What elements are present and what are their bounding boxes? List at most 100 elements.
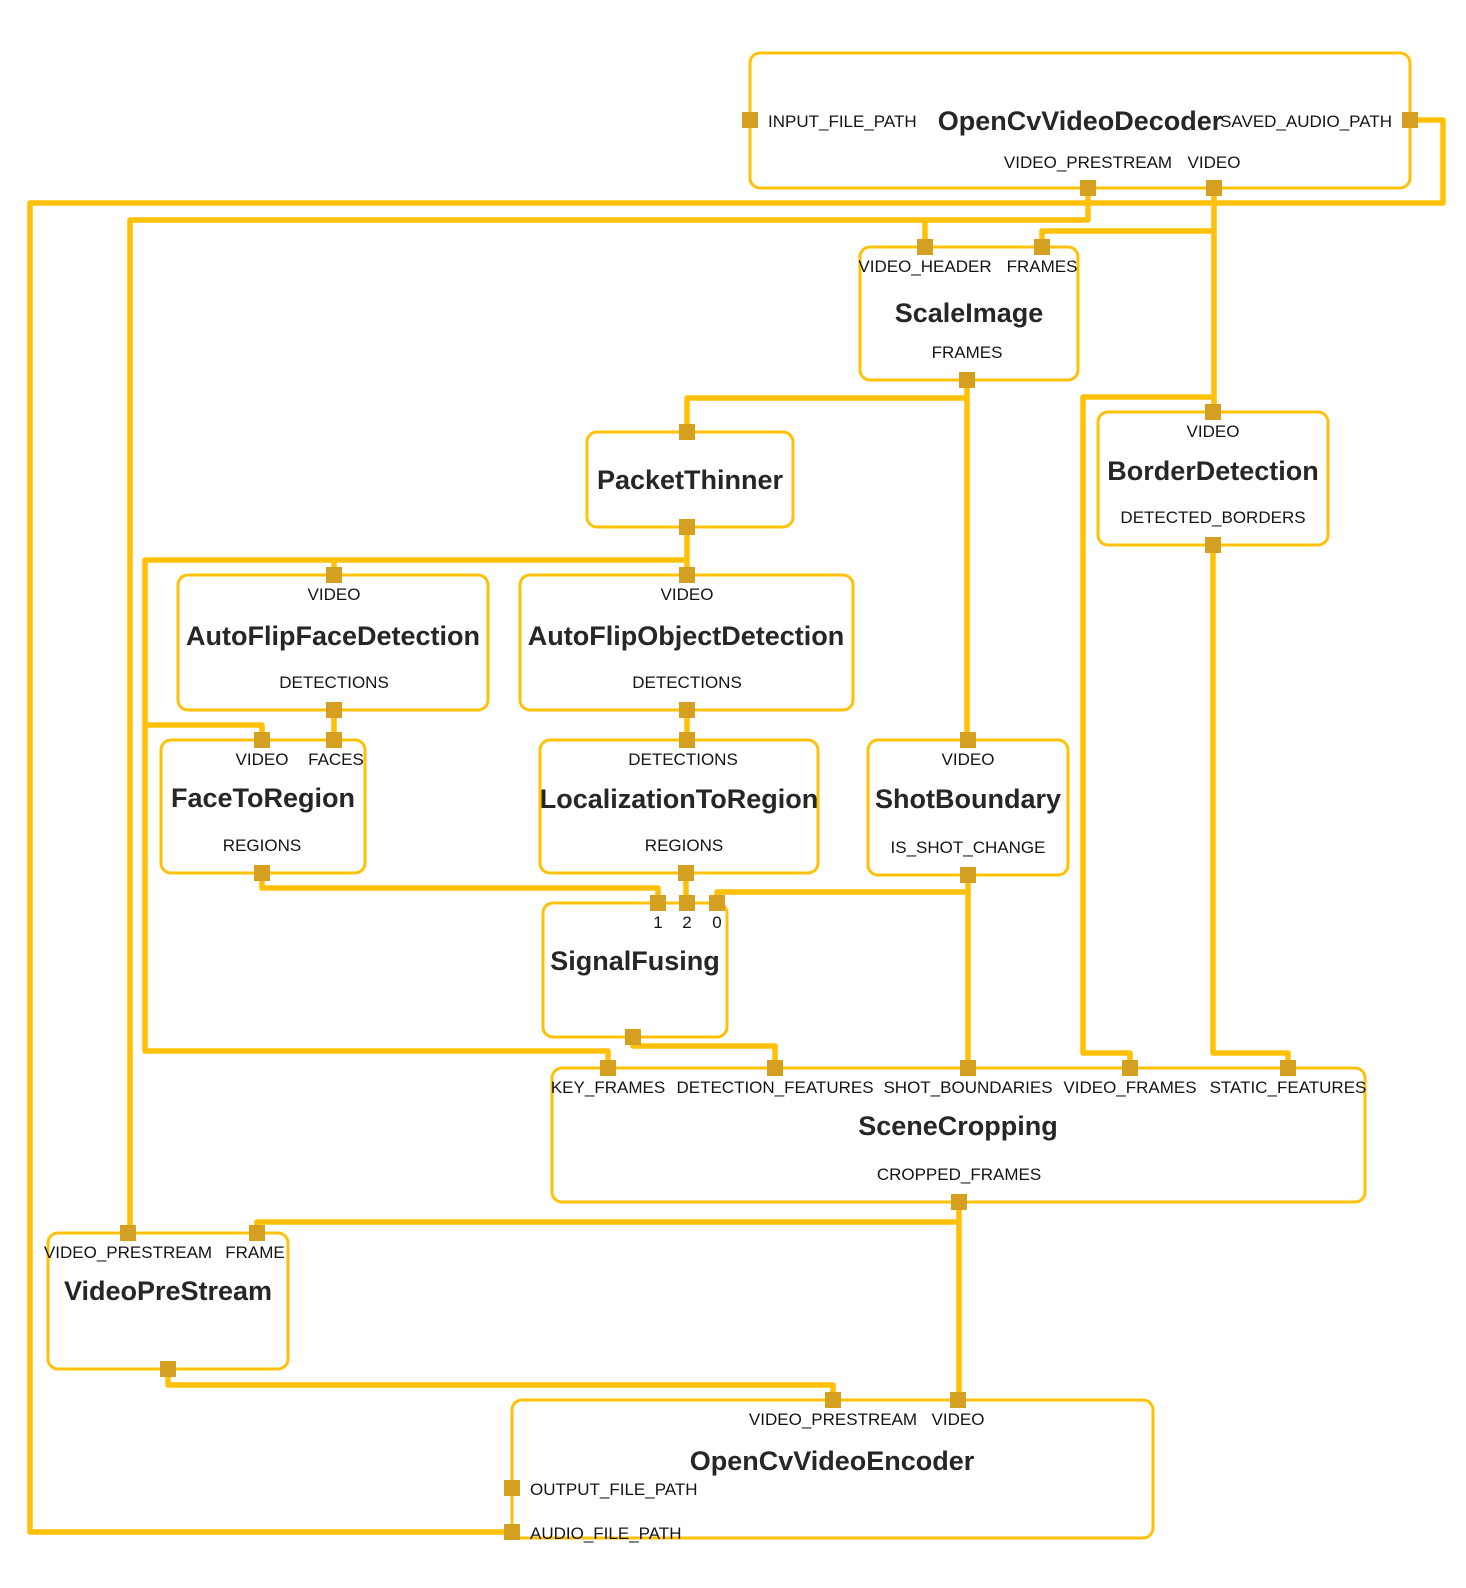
node-title-ShotBoundary: ShotBoundary bbox=[875, 784, 1061, 814]
port-PacketThinner-stream-square bbox=[679, 519, 695, 535]
port-SceneCropping-VIDEO_FRAMES-square bbox=[1122, 1060, 1138, 1076]
port-SceneCropping-SHOT_BOUNDARIES-square bbox=[960, 1060, 976, 1076]
node-PacketThinner: PacketThinner bbox=[585, 424, 795, 535]
node-AutoFlipObjectDetection: AutoFlipObjectDetection VIDEO DETECTIONS bbox=[518, 567, 855, 718]
edge-video-to-scenecropping-video-frames bbox=[1080, 394, 1214, 1068]
port-LocalizationToRegion-REGIONS-square bbox=[678, 865, 694, 881]
port-SignalFusing-stream-square bbox=[625, 1029, 641, 1045]
port-SignalFusing-2-square bbox=[679, 895, 695, 911]
port-label-BorderDetection-VIDEO: VIDEO bbox=[1187, 422, 1240, 441]
port-label-BorderDetection-DETECTED_BORDERS: DETECTED_BORDERS bbox=[1120, 508, 1305, 527]
port-VideoPreStream-VIDEO_PRESTREAM-square bbox=[120, 1225, 136, 1241]
edge-scaled-frames-to-packetthinner bbox=[684, 395, 967, 432]
node-title-SceneCropping: SceneCropping bbox=[858, 1111, 1058, 1141]
node-title-VideoPreStream: VideoPreStream bbox=[64, 1276, 272, 1306]
port-label-SignalFusing-2: 2 bbox=[682, 913, 691, 932]
edge-cropped-frames-to-videoprestream-frame bbox=[254, 1219, 959, 1233]
port-label-OpenCvVideoEncoder-OUTPUT_FILE_PATH: OUTPUT_FILE_PATH bbox=[530, 1480, 698, 1499]
port-label-ScaleImage-VIDEO_HEADER: VIDEO_HEADER bbox=[858, 257, 991, 276]
node-BorderDetection: BorderDetection VIDEO DETECTED_BORDERS bbox=[1096, 404, 1330, 553]
port-label-SceneCropping-DETECTION_FEATURES: DETECTION_FEATURES bbox=[676, 1078, 873, 1097]
port-label-ScaleImage-FRAMES: FRAMES bbox=[932, 343, 1003, 362]
port-label-SceneCropping-CROPPED_FRAMES: CROPPED_FRAMES bbox=[877, 1165, 1041, 1184]
port-label-OpenCvVideoEncoder-VIDEO: VIDEO bbox=[932, 1410, 985, 1429]
node-title-PacketThinner: PacketThinner bbox=[597, 465, 784, 495]
port-label-SignalFusing-1: 1 bbox=[653, 913, 662, 932]
edge-video-to-scaleimage-frames bbox=[1039, 228, 1214, 247]
port-ScaleImage-VIDEO_HEADER-square bbox=[917, 239, 933, 255]
port-label-FaceToRegion-FACES: FACES bbox=[308, 750, 364, 769]
port-label-OpenCvVideoEncoder-VIDEO_PRESTREAM: VIDEO_PRESTREAM bbox=[749, 1410, 917, 1429]
port-OpenCvVideoEncoder-VIDEO-square bbox=[950, 1392, 966, 1408]
port-OpenCvVideoEncoder-OUTPUT_FILE_PATH-square bbox=[504, 1480, 520, 1496]
port-SignalFusing-1-square bbox=[650, 895, 666, 911]
node-title-AutoFlipObjectDetection: AutoFlipObjectDetection bbox=[528, 621, 845, 651]
port-BorderDetection-VIDEO-square bbox=[1205, 404, 1221, 420]
port-FaceToRegion-REGIONS-square bbox=[254, 865, 270, 881]
edge-fused-regions-to-detection-features bbox=[630, 1037, 778, 1068]
port-OpenCvVideoEncoder-VIDEO_PRESTREAM-square bbox=[825, 1392, 841, 1408]
port-label-FaceToRegion-REGIONS: REGIONS bbox=[223, 836, 301, 855]
port-label-OpenCvVideoDecoder-INPUT_FILE_PATH: INPUT_FILE_PATH bbox=[768, 112, 917, 131]
port-SceneCropping-STATIC_FEATURES-square bbox=[1280, 1060, 1296, 1076]
port-SceneCropping-KEY_FRAMES-square bbox=[600, 1060, 616, 1076]
node-SignalFusing: SignalFusing 1 2 0 bbox=[541, 895, 729, 1045]
port-AutoFlipObjectDetection-DETECTIONS-square bbox=[679, 702, 695, 718]
port-label-AutoFlipObjectDetection-DETECTIONS: DETECTIONS bbox=[632, 673, 742, 692]
port-label-OpenCvVideoDecoder-VIDEO_PRESTREAM: VIDEO_PRESTREAM bbox=[1004, 153, 1172, 172]
port-ScaleImage-FRAMES-square bbox=[1034, 239, 1050, 255]
port-label-AutoFlipFaceDetection-DETECTIONS: DETECTIONS bbox=[279, 673, 389, 692]
port-FaceToRegion-VIDEO-square bbox=[254, 732, 270, 748]
port-label-LocalizationToRegion-REGIONS: REGIONS bbox=[645, 836, 723, 855]
edge-detected-borders-to-static-features bbox=[1210, 545, 1291, 1068]
port-label-AutoFlipObjectDetection-VIDEO: VIDEO bbox=[661, 585, 714, 604]
node-title-LocalizationToRegion: LocalizationToRegion bbox=[540, 784, 819, 814]
port-label-FaceToRegion-VIDEO: VIDEO bbox=[236, 750, 289, 769]
port-FaceToRegion-FACES-square bbox=[326, 732, 342, 748]
edge-saved-audio-path-to-audio-file-path bbox=[27, 117, 1446, 1535]
port-label-ScaleImage-FRAMES: FRAMES bbox=[1007, 257, 1078, 276]
port-OpenCvVideoDecoder-SAVED_AUDIO_PATH-square bbox=[1402, 112, 1418, 128]
port-label-ShotBoundary-IS_SHOT_CHANGE: IS_SHOT_CHANGE bbox=[891, 838, 1046, 857]
node-title-ScaleImage: ScaleImage bbox=[895, 298, 1044, 328]
node-title-SignalFusing: SignalFusing bbox=[550, 946, 720, 976]
node-title-AutoFlipFaceDetection: AutoFlipFaceDetection bbox=[186, 621, 480, 651]
node-OpenCvVideoEncoder: OpenCvVideoEncoder VIDEO_PRESTREAM VIDEO OU… bbox=[504, 1392, 1155, 1543]
port-VideoPreStream-FRAME-square bbox=[249, 1225, 265, 1241]
port-label-LocalizationToRegion-DETECTIONS: DETECTIONS bbox=[628, 750, 738, 769]
port-label-SceneCropping-VIDEO_FRAMES: VIDEO_FRAMES bbox=[1063, 1078, 1196, 1097]
port-AutoFlipObjectDetection-VIDEO-square bbox=[679, 567, 695, 583]
node-title-OpenCvVideoEncoder: OpenCvVideoEncoder bbox=[690, 1446, 975, 1476]
port-label-OpenCvVideoDecoder-VIDEO: VIDEO bbox=[1188, 153, 1241, 172]
port-ScaleImage-FRAMES-square bbox=[959, 372, 975, 388]
port-label-SignalFusing-0: 0 bbox=[712, 913, 721, 932]
port-LocalizationToRegion-DETECTIONS-square bbox=[679, 732, 695, 748]
edge-shot-change-to-signalfusing-0 bbox=[714, 889, 968, 903]
port-SceneCropping-CROPPED_FRAMES-square bbox=[951, 1194, 967, 1210]
port-label-SceneCropping-STATIC_FEATURES: STATIC_FEATURES bbox=[1210, 1078, 1367, 1097]
edge-prestream-header-to-encoder bbox=[165, 1369, 836, 1400]
port-ShotBoundary-IS_SHOT_CHANGE-square bbox=[960, 867, 976, 883]
port-SignalFusing-0-square bbox=[709, 895, 725, 911]
edge-thinned-frames-to-key-frames bbox=[142, 557, 687, 1068]
port-OpenCvVideoDecoder-INPUT_FILE_PATH-square bbox=[742, 112, 758, 128]
node-title-BorderDetection: BorderDetection bbox=[1107, 456, 1319, 486]
edge-thinned-frames-to-facetoregion-video bbox=[145, 722, 265, 740]
port-PacketThinner-stream-square bbox=[679, 424, 695, 440]
port-label-SceneCropping-SHOT_BOUNDARIES: SHOT_BOUNDARIES bbox=[883, 1078, 1052, 1097]
edge-video-prestream-to-videoprestream bbox=[127, 188, 1091, 1233]
port-OpenCvVideoDecoder-VIDEO_PRESTREAM-square bbox=[1080, 180, 1096, 196]
node-title-OpenCvVideoDecoder: OpenCvVideoDecoder bbox=[938, 106, 1223, 136]
port-OpenCvVideoDecoder-VIDEO-square bbox=[1206, 180, 1222, 196]
port-label-VideoPreStream-FRAME: FRAME bbox=[225, 1243, 285, 1262]
node-ScaleImage: ScaleImage VIDEO_HEADER FRAMES FRAMES bbox=[858, 239, 1080, 388]
